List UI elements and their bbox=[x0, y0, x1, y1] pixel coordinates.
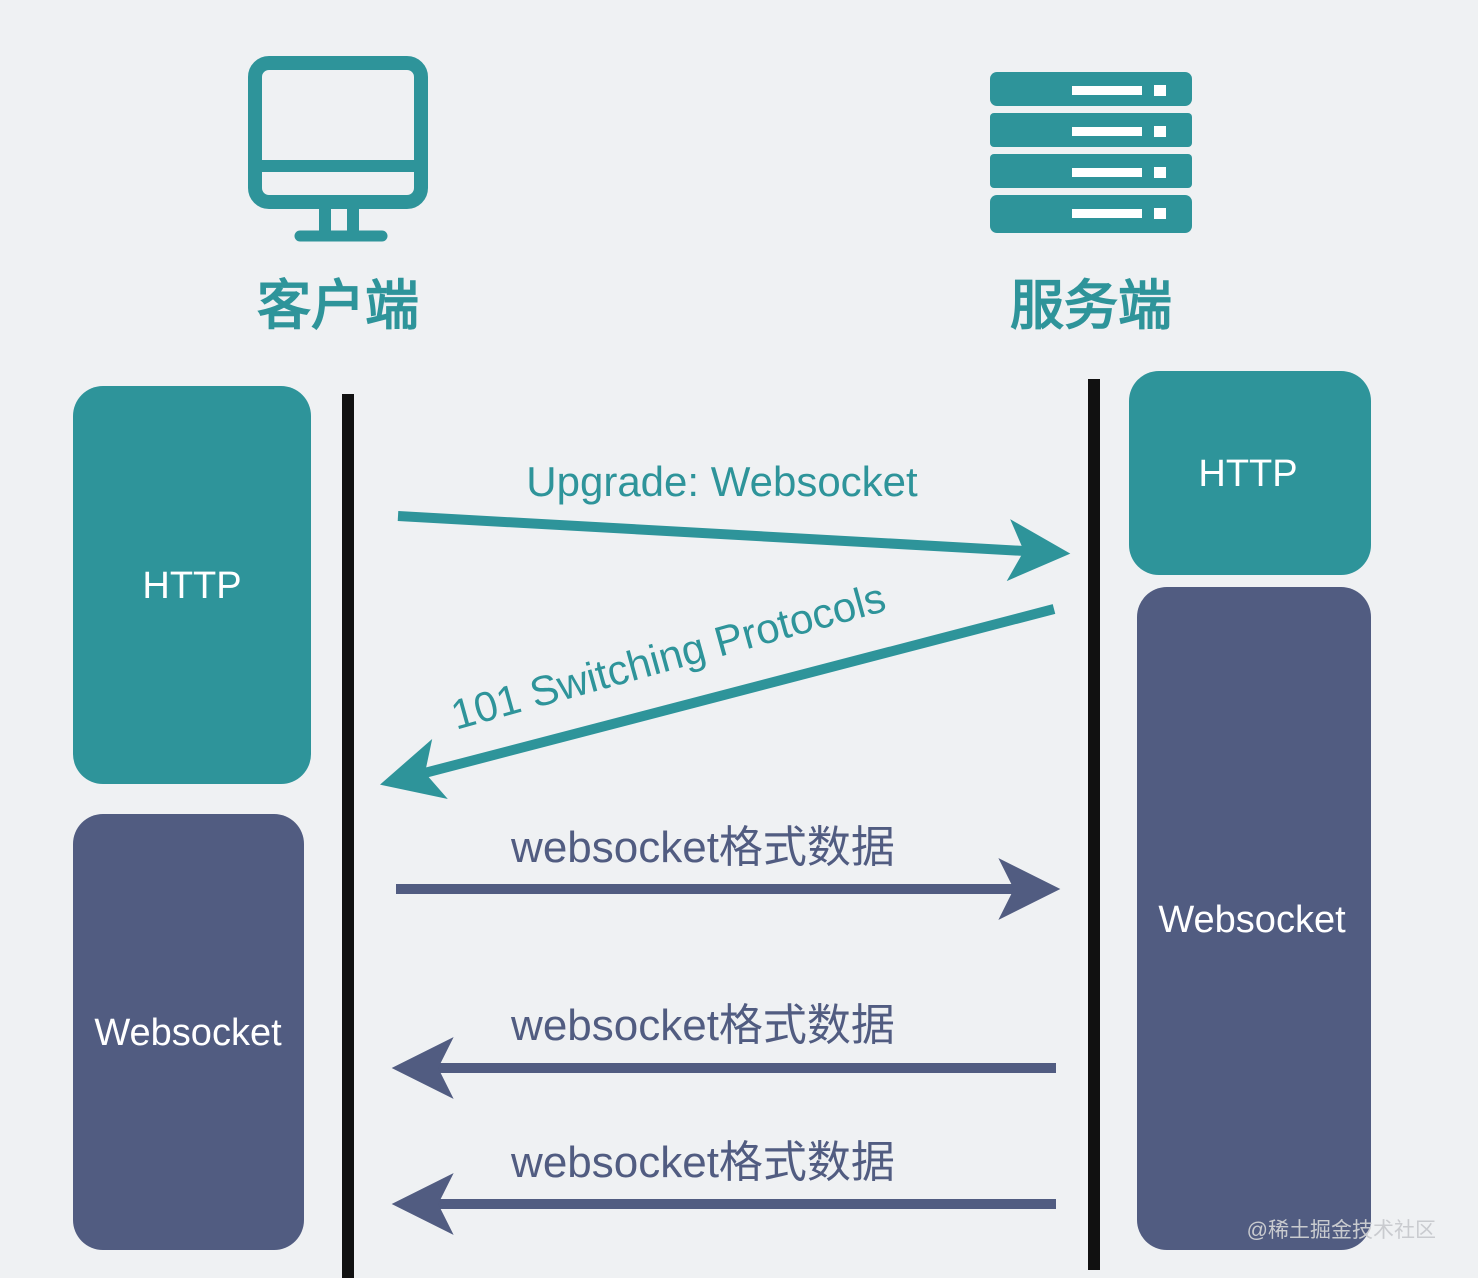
client-http-block bbox=[73, 386, 311, 784]
watermark-text: @稀土掘金技术社区 bbox=[1247, 1219, 1436, 1242]
server-http-label: HTTP bbox=[1198, 453, 1297, 495]
message-label-data-3: websocket格式数据 bbox=[510, 1138, 895, 1187]
message-label-data-1: websocket格式数据 bbox=[510, 823, 895, 872]
client-websocket-label: Websocket bbox=[94, 1012, 282, 1054]
client-http-label: HTTP bbox=[142, 565, 241, 607]
server-websocket-label: Websocket bbox=[1158, 899, 1346, 941]
client-label: 客户端 bbox=[257, 276, 419, 336]
message-arrow-upgrade bbox=[397, 511, 1071, 582]
message-label-data-2: websocket格式数据 bbox=[510, 1001, 895, 1050]
server-icon bbox=[990, 72, 1192, 233]
server-label: 服务端 bbox=[1010, 276, 1172, 336]
server-websocket-block bbox=[1137, 587, 1371, 1250]
message-label-upgrade: Upgrade: Websocket bbox=[526, 458, 918, 505]
monitor-icon bbox=[248, 56, 428, 242]
message-arrow-switching bbox=[380, 604, 1056, 799]
client-websocket-block bbox=[73, 814, 304, 1250]
server-http-block bbox=[1129, 371, 1371, 575]
